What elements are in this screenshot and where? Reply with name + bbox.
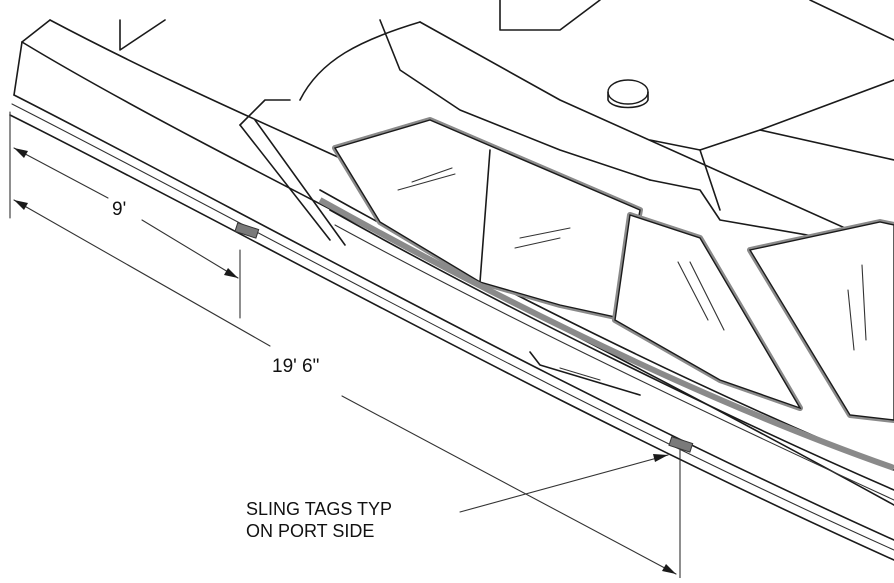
dimension-line-9ft xyxy=(13,147,239,279)
dimension-label-long: 19' 6" xyxy=(272,356,320,377)
callout-line-1: SLING TAGS TYP xyxy=(246,499,393,519)
dimension-line-19ft6in xyxy=(13,199,677,575)
deck-hatch xyxy=(607,79,649,109)
dimension-label-short: 9' xyxy=(112,199,127,220)
dimension-extension-lines xyxy=(9,111,681,579)
sling-tag-callout: SLING TAGS TYP ON PORT SIDE xyxy=(246,498,392,542)
sling-tag-aft xyxy=(668,436,694,453)
callout-leader xyxy=(459,454,669,513)
rub-rail-details xyxy=(529,351,641,396)
windshield xyxy=(318,117,894,471)
hull-outline xyxy=(9,19,894,561)
sling-tag-forward xyxy=(234,222,260,239)
callout-line-2: ON PORT SIDE xyxy=(246,521,375,541)
